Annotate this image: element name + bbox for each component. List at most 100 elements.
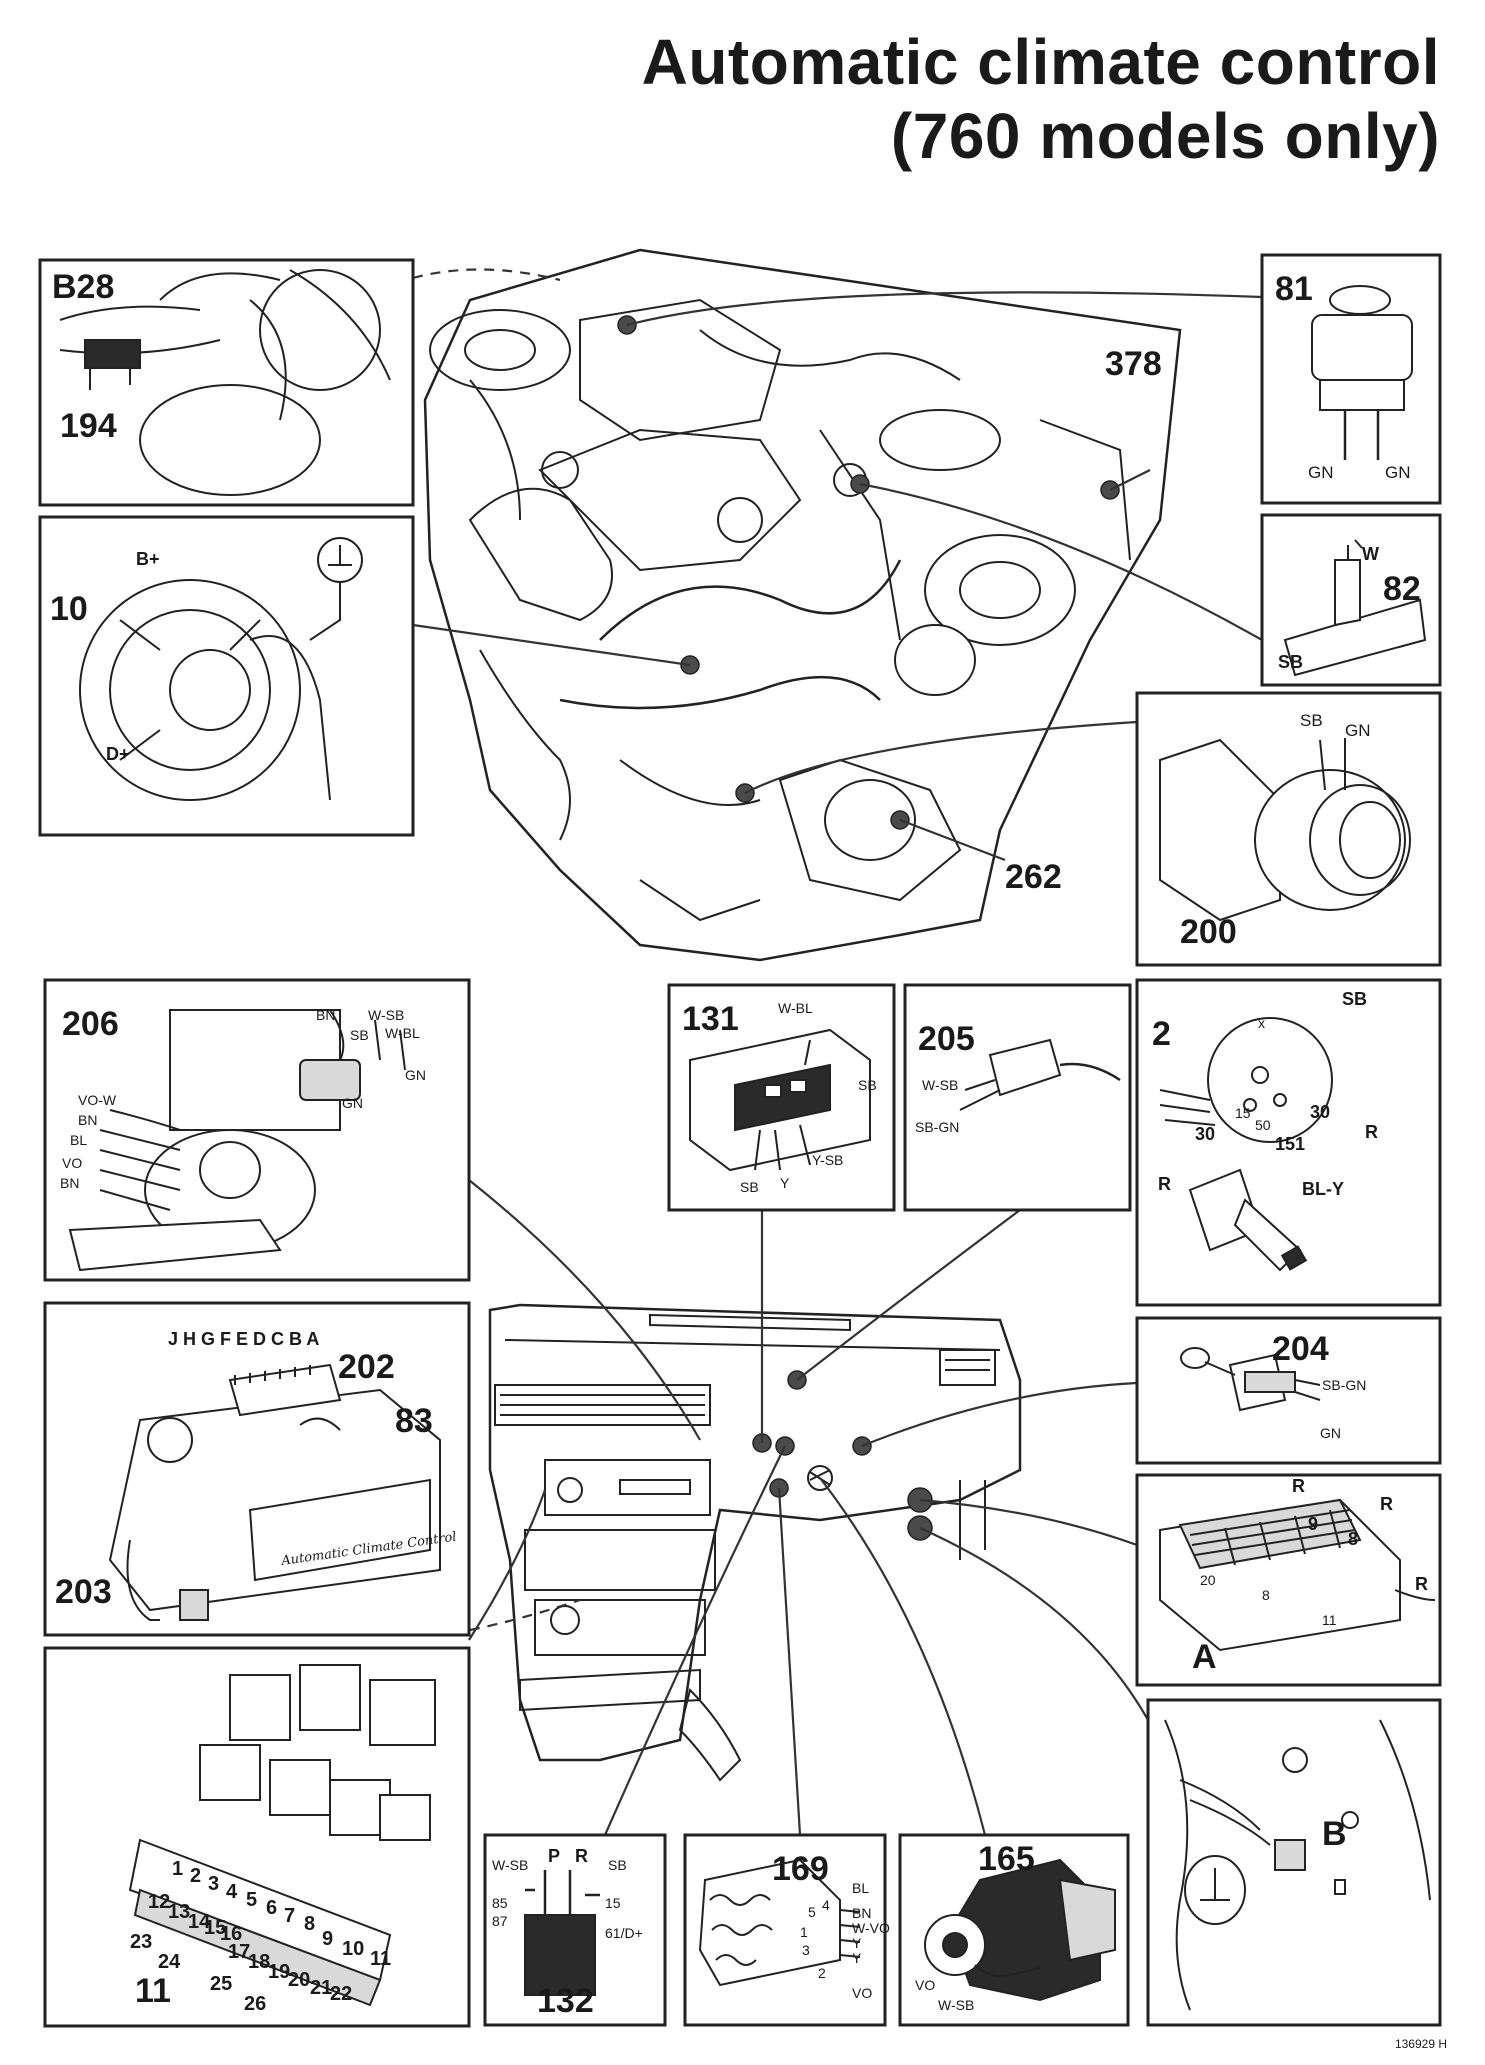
label-205: 205: [918, 1020, 975, 1058]
wire-a-11: 11: [1322, 1612, 1337, 1628]
figure-reference: 136929 H: [1394, 2037, 1447, 2051]
label-165: 165: [978, 1840, 1035, 1878]
panel-131: 131 W-BL SB SB Y Y-SB: [667, 983, 896, 1212]
title-line-1: Automatic climate control: [641, 26, 1440, 98]
wire-131-sb2: SB: [740, 1179, 759, 1195]
fuse-8: 8: [304, 1913, 315, 1935]
label-11: 11: [135, 1972, 171, 2010]
wire-2-r: R: [1365, 1122, 1378, 1142]
label-203: 203: [55, 1573, 112, 1611]
wire-131-wbl: W-BL: [778, 1000, 813, 1016]
label-204: 204: [1272, 1330, 1329, 1368]
wire-2-sb: SB: [1342, 989, 1367, 1009]
wire-206-gn2: GN: [342, 1095, 363, 1111]
leader-lines: [412, 268, 1263, 1836]
label-131: 131: [682, 1000, 739, 1038]
fuse-6: 6: [266, 1897, 277, 1919]
wire-81-gn-left: GN: [1308, 463, 1334, 482]
wire-169-y2: Y: [852, 1950, 862, 1966]
wire-169-vo: VO: [852, 1985, 872, 2001]
wire-132-p: P: [548, 1846, 560, 1866]
label-262: 262: [1005, 858, 1062, 896]
panel-b-ground: B: [1146, 1698, 1442, 2027]
wire-206-vo: VO: [62, 1155, 82, 1171]
label-82: 82: [1383, 570, 1421, 608]
fuse-9: 9: [322, 1928, 333, 1950]
wire-206-sb: SB: [350, 1027, 369, 1043]
wire-206-vow: VO-W: [78, 1092, 117, 1108]
label-b: B: [1322, 1815, 1347, 1853]
fuse-7: 7: [284, 1905, 295, 1927]
wire-206-wsb: W-SB: [368, 1007, 404, 1023]
fuse-26: 26: [244, 1993, 266, 2015]
fuse-24: 24: [158, 1951, 181, 1973]
wire-205-sbgn: SB-GN: [915, 1119, 959, 1135]
wire-204-sbgn: SB-GN: [1322, 1377, 1366, 1393]
wire-2-15: 15: [1235, 1105, 1251, 1121]
wire-a-8: 8: [1348, 1529, 1358, 1549]
wire-82-w: W: [1362, 544, 1379, 564]
wire-200-gn: GN: [1345, 721, 1371, 740]
fuse-16: 16: [220, 1923, 242, 1945]
wire-131-ysb: Y-SB: [812, 1152, 843, 1168]
wire-169-bl: BL: [852, 1880, 869, 1896]
panel-206: 206 BN W-SB W-BL SB GN GN VO-W BN BL VO …: [43, 978, 471, 1282]
fuse-13: 13: [168, 1901, 190, 1923]
wire-a-r3: R: [1415, 1574, 1428, 1594]
panel-165-blower: 165 VO W-SB: [898, 1833, 1130, 2027]
wire-169-3: 3: [802, 1942, 810, 1958]
wire-131-y: Y: [780, 1175, 790, 1191]
wire-2-30b: 30: [1195, 1124, 1215, 1144]
wire-202-letters: J H G F E D C B A: [168, 1329, 319, 1349]
fuse-15: 15: [204, 1917, 226, 1939]
fuse-5: 5: [246, 1889, 257, 1911]
wire-2-30a: 30: [1310, 1102, 1330, 1122]
wire-132-15: 15: [605, 1895, 621, 1911]
wire-132-wsb: W-SB: [492, 1857, 528, 1873]
wire-131-sb: SB: [858, 1077, 877, 1093]
wire-81-gn-right: GN: [1385, 463, 1411, 482]
wire-a-9: 9: [1308, 1514, 1318, 1534]
wire-b-plus: B+: [136, 549, 160, 569]
panel-10-alternator: B+ D+ 10: [38, 515, 415, 837]
panel-205: 205 W-SB SB-GN: [903, 983, 1132, 1212]
wire-169-bn: BN: [852, 1905, 871, 1921]
wire-205-wsb: W-SB: [922, 1077, 958, 1093]
panel-202-climate-unit: Automatic Climate Control J H G F E D C …: [43, 1301, 471, 1637]
wire-206-bn3: BN: [60, 1175, 79, 1191]
dashboard-illustration: [488, 1303, 1022, 1782]
label-202: 202: [338, 1348, 395, 1386]
label-83: 83: [395, 1402, 433, 1440]
panel-169-resistor: 169 BL BN W-VO Y Y VO 5 4 1 3 2: [683, 1833, 890, 2027]
label-132: 132: [537, 1982, 594, 2020]
wire-206-wbl: W-BL: [385, 1025, 420, 1041]
fuse-3: 3: [208, 1873, 219, 1895]
fuse-2: 2: [190, 1865, 201, 1887]
fuse-4: 4: [226, 1881, 238, 1903]
fuse-20: 20: [288, 1969, 310, 1991]
wire-132-87: 87: [492, 1913, 508, 1929]
wire-a-r2: R: [1380, 1494, 1393, 1514]
wire-d-plus: D+: [106, 744, 130, 764]
fuse-10: 10: [342, 1938, 364, 1960]
wire-132-r: R: [575, 1846, 588, 1866]
panel-81: 81 GN GN: [1260, 253, 1442, 505]
label-378: 378: [1105, 345, 1162, 383]
fuse-22: 22: [330, 1983, 352, 2005]
wire-165-vo: VO: [915, 1977, 935, 1993]
wire-2-r2: R: [1158, 1174, 1171, 1194]
fuse-23: 23: [130, 1931, 152, 1953]
wire-132-sb: SB: [608, 1857, 627, 1873]
wire-169-2: 2: [818, 1965, 826, 1981]
engine-bay-illustration: [423, 248, 1182, 962]
fuse-19: 19: [268, 1961, 290, 1983]
label-81: 81: [1275, 270, 1313, 308]
wire-165-wsb: W-SB: [938, 1997, 974, 2013]
label-200: 200: [1180, 913, 1237, 951]
wire-a-8b: 8: [1262, 1587, 1270, 1603]
wire-169-5: 5: [808, 1904, 816, 1920]
fuse-21: 21: [310, 1977, 332, 1999]
wire-169-y1: Y: [852, 1935, 862, 1951]
panel-a-connector: R R 9 8 20 8 11 R A: [1135, 1473, 1442, 1687]
